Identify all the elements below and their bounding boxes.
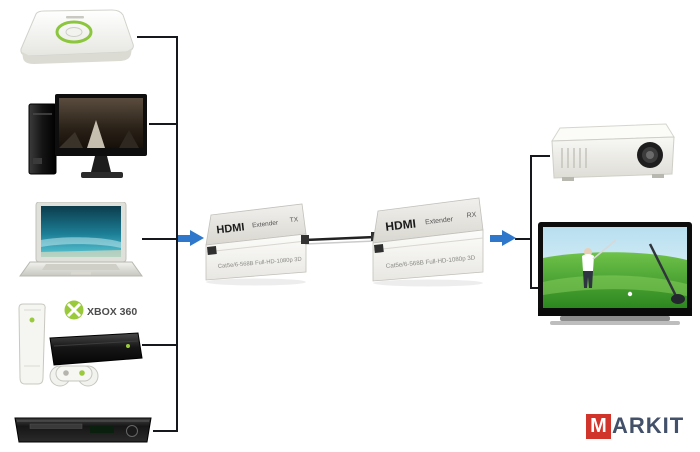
xbox-controller [49, 365, 99, 387]
pc-tower-vent [33, 158, 42, 164]
projector-foot-left [562, 177, 574, 181]
monitor-stand [91, 156, 111, 172]
xbox-black-console-seam [53, 340, 139, 347]
xbox-black-console [49, 332, 143, 366]
line-stub-arrow-out [515, 238, 532, 240]
media-player-button [65, 27, 83, 37]
projector-lens-glass [646, 151, 654, 159]
screen-shadow-left [59, 132, 83, 148]
right-bus-line [530, 155, 532, 289]
hdmi-extender-rx: HDMI Extender RX Cat5e/6-568B Full-HD-10… [372, 197, 484, 287]
xbox-power-button [29, 317, 35, 323]
cable-plug-left [301, 235, 309, 244]
tx-label-text: Extender [252, 219, 279, 229]
cable-shadow [304, 240, 376, 245]
dvd-player-device [14, 417, 152, 443]
xbox-x-mark [66, 302, 82, 318]
arrow-head [190, 230, 204, 246]
dvd-display [90, 426, 114, 433]
tv-stand-bar [560, 316, 670, 321]
media-player-green-ring [55, 20, 93, 44]
tx-hdmi-port [206, 246, 217, 255]
monitor-base [81, 172, 123, 178]
line-stub-dvd [153, 430, 178, 432]
tv-driver-shaft [648, 243, 678, 297]
tv-fairway-stripe [543, 275, 687, 296]
laptop-keyboard [42, 264, 120, 270]
tx-shadow [206, 278, 306, 286]
hdmi-extender-tx: HDMI Extender TX Cat5e/6-568B Full-HD-10… [205, 203, 307, 286]
left-bus-line [176, 36, 178, 432]
tv-driver-head [671, 294, 685, 304]
screen-wave [41, 237, 121, 248]
controller-stick [63, 370, 69, 376]
tx-brand-text: HDMI [216, 221, 245, 236]
media-player-device [20, 9, 134, 64]
laptop-device [19, 202, 143, 277]
xbox-white-console [18, 303, 46, 385]
arrow-from-rx [490, 230, 516, 247]
tv-bottom-bezel [538, 308, 692, 316]
screen-shadow-right [119, 130, 139, 148]
dvd-knob [126, 425, 138, 437]
cable-line [304, 235, 376, 242]
golfer-head [584, 248, 592, 256]
arrow-shaft [178, 235, 191, 242]
rx-brand-text: HDMI [385, 216, 417, 233]
rx-groove [372, 237, 484, 251]
projector-vents [561, 148, 587, 168]
line-stub-xbox [142, 344, 178, 346]
golfer-club [592, 239, 617, 260]
projector-foot-right [652, 174, 664, 178]
media-player-logo-mark [66, 16, 84, 19]
xbox-black-console-led [126, 344, 130, 348]
markit-logo-text: ARKIT [612, 413, 685, 438]
rx-port-text: RX [466, 211, 477, 219]
laptop-screen [41, 206, 121, 257]
rx-top-labels: HDMI Extender RX [385, 211, 477, 233]
media-player-front-edge [22, 48, 132, 64]
dvd-disc-tray [29, 423, 83, 429]
line-stub-laptop [142, 238, 178, 240]
tv-golfer [582, 239, 617, 288]
tv-golf-ball [627, 291, 633, 297]
rx-label-text: Extender [425, 216, 454, 226]
controller-body [55, 365, 93, 382]
xbox-device: XBOX 360 [18, 300, 143, 387]
rx-front-face [372, 229, 484, 282]
markit-logo-initial: M [586, 413, 611, 439]
tx-groove [205, 240, 307, 253]
laptop-touchpad [71, 271, 91, 275]
xbox-logo-text: XBOX 360 [87, 306, 137, 318]
rx-shadow [373, 279, 483, 287]
tx-port-text: TX [289, 216, 299, 224]
arrow-to-tx [178, 230, 204, 247]
rx-cable-port [374, 244, 384, 253]
screen-figure [87, 120, 105, 148]
tv-device [538, 222, 692, 325]
link-cable [301, 232, 379, 245]
markit-logo: M ARKIT [586, 413, 684, 439]
golfer-shirt [582, 254, 594, 271]
line-stub-desktop [149, 123, 178, 125]
desktop-pc-device [28, 94, 147, 178]
line-stub-tv [531, 287, 541, 289]
tv-stand-base [550, 321, 680, 325]
controller-guide-button [79, 370, 85, 376]
screen-sand [41, 250, 121, 257]
arrow-shaft [490, 235, 503, 242]
line-stub-projector [531, 155, 550, 157]
projector-device [551, 123, 675, 181]
arrow-head [502, 230, 516, 246]
tx-top-labels: HDMI Extender TX [216, 216, 299, 236]
golfer-pants [583, 271, 593, 288]
tx-front-face [205, 233, 307, 281]
line-stub-media [137, 36, 178, 38]
